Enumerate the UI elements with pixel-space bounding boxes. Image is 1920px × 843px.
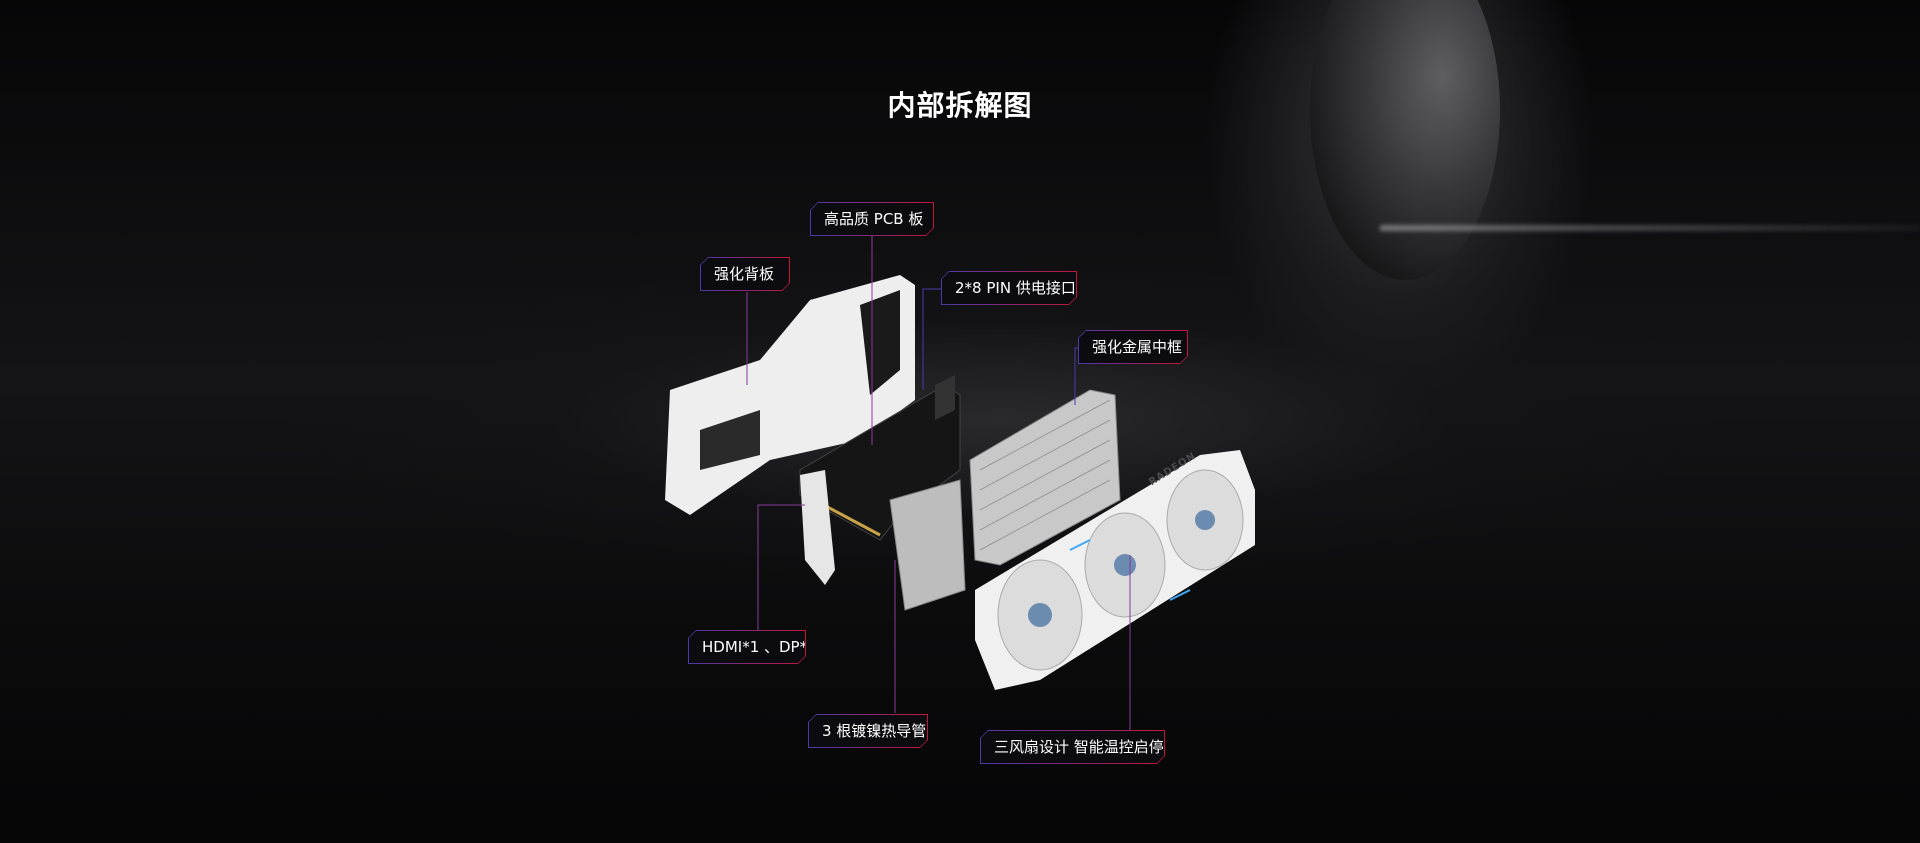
callout-pcb: 高品质 PCB 板 <box>810 202 934 236</box>
page-title: 内部拆解图 <box>887 89 1033 122</box>
callout-fans: 三风扇设计 智能温控启停 <box>980 730 1165 764</box>
callout-text: 强化金属中框 <box>1079 331 1187 363</box>
callout-text: 3 根镀镍热导管 <box>809 715 927 747</box>
io-bracket-image <box>800 470 835 585</box>
fan-image <box>1166 469 1244 571</box>
callout-text: 2*8 PIN 供电接口 <box>942 272 1076 304</box>
backplate-image <box>665 275 915 515</box>
callout-ports: HDMI*1 、DP*3 <box>688 630 806 664</box>
callout-text: 三风扇设计 智能温控启停 <box>981 731 1164 763</box>
callout-power-connector: 2*8 PIN 供电接口 <box>941 271 1077 305</box>
callout-backplate: 强化背板 <box>700 257 790 291</box>
callout-heatpipes: 3 根镀镍热导管 <box>808 714 928 748</box>
heatsink-image <box>889 389 1121 611</box>
leader-line-frame <box>1074 347 1078 405</box>
horizon-glow <box>1380 225 1920 231</box>
fan-image <box>1084 512 1166 618</box>
leader-line-power <box>922 288 941 390</box>
callout-text: 强化背板 <box>701 258 789 290</box>
fan-image <box>997 559 1083 671</box>
callout-text: 高品质 PCB 板 <box>811 203 933 235</box>
callout-text: HDMI*1 、DP*3 <box>689 631 805 663</box>
leader-line-ports <box>757 504 805 630</box>
callout-metal-frame: 强化金属中框 <box>1078 330 1188 364</box>
planet-image <box>1310 0 1500 280</box>
fan-shroud-image <box>975 450 1255 690</box>
